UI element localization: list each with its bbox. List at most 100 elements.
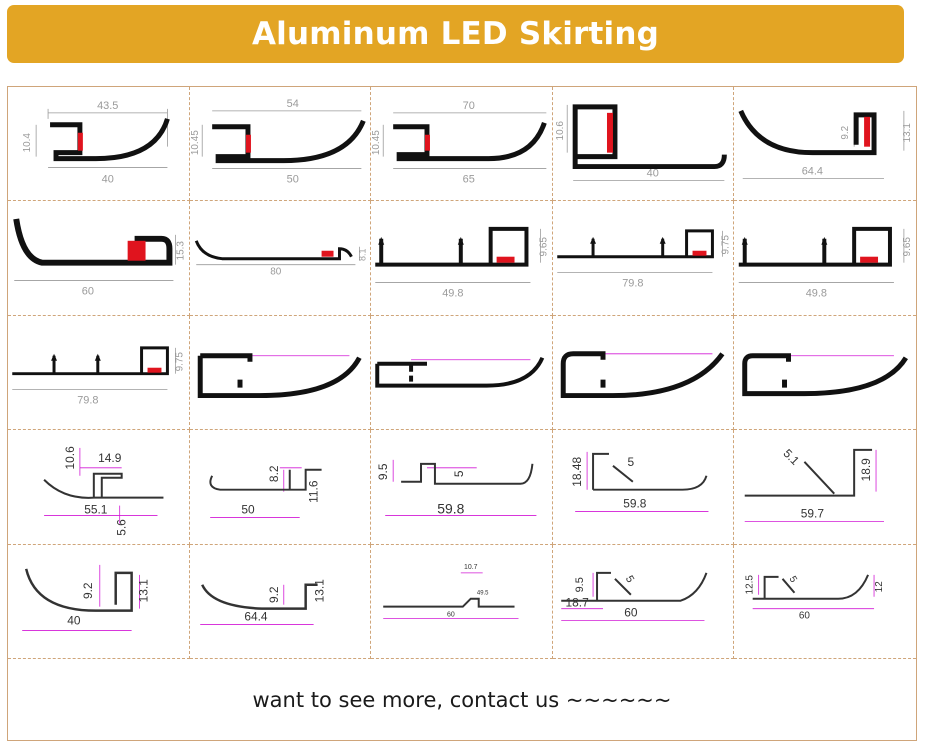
profile-cell: 43.5 10.4 40: [8, 87, 190, 202]
profile-drawing: 10.6 14.9 55.1 5.6: [43, 446, 164, 536]
dimension-label: 59.7: [801, 507, 825, 521]
profile-cell: 79.8 9.75: [552, 201, 735, 316]
profile-cell: 12.5 5 12 60: [734, 545, 916, 659]
profile-drawing: 80 8.1: [194, 240, 367, 278]
profile-cell: 54 10.45 50: [189, 87, 372, 202]
profile-grid: 43.5 10.4 40 54 10.45 50 70 10.45 65: [8, 87, 916, 659]
profile-drawing: 18.48 5 59.8: [570, 452, 709, 513]
profile-cell: 9.2 13.1 40: [8, 544, 190, 659]
profile-drawing: 70 10.45 65: [371, 100, 547, 185]
dimension-label: 10.7: [464, 563, 478, 570]
dimension-label: 9.2: [81, 582, 95, 599]
profile-cell: 49.8 9.65: [371, 201, 553, 316]
dimension-label: 9.2: [266, 586, 280, 603]
profile-cell: 79.8 9.75: [8, 315, 190, 431]
profile-cell: [734, 316, 916, 431]
profile-drawing: [197, 353, 362, 398]
dimension-label: 50: [241, 503, 255, 517]
dimension-label: 49.8: [442, 288, 463, 300]
profile-drawing: 60 15.3: [13, 218, 186, 298]
dimension-label: 8.2: [266, 465, 280, 482]
dimension-label: 9.75: [174, 351, 185, 371]
profile-cell: 10.6 40: [552, 87, 735, 202]
dimension-label: 10.4: [22, 133, 33, 153]
dimension-label: 5.6: [115, 519, 129, 536]
profile-drawing: 9.2 13.1 64.4: [199, 578, 326, 625]
profile-cell: 5.1 18.9 59.7: [734, 430, 916, 545]
profile-drawing: 79.8 9.75: [557, 229, 731, 290]
dimension-label: 11.6: [306, 480, 320, 503]
dimension-label: 9.65: [539, 237, 550, 257]
dimension-label: 64.4: [802, 166, 823, 178]
dimension-label: 40: [67, 613, 81, 627]
dimension-label: 60: [624, 605, 638, 619]
profile-cell: [552, 315, 735, 431]
dimension-label: 60: [447, 611, 455, 618]
dimension-label: 10.6: [555, 121, 566, 141]
profile-drawing: 50 8.2 11.6: [209, 465, 322, 519]
title-banner: Aluminum LED Skirting: [7, 5, 904, 63]
profile-drawing: 64.4 9.2 13.1: [738, 109, 913, 179]
dimension-label: 15.3: [175, 241, 186, 261]
profile-drawing: 49.8 9.65: [375, 227, 550, 300]
dimension-label: 12: [874, 580, 885, 592]
page-title: Aluminum LED Skirting: [251, 16, 660, 52]
profile-cell: 70 10.45 65: [371, 87, 553, 202]
dimension-label: 9.2: [841, 125, 852, 139]
contact-text: want to see more, contact us ~~~~~~: [252, 688, 672, 712]
dimension-label: 10.6: [63, 446, 77, 470]
dimension-label: 40: [646, 168, 658, 180]
profile-cell: 49.8 9.65: [734, 201, 916, 316]
dimension-label: 9.65: [902, 237, 913, 257]
profile-cell: 9.5 5 59.8: [371, 430, 553, 545]
dimension-label: 13.1: [312, 578, 326, 602]
dimension-label: 59.8: [623, 497, 647, 511]
dimension-label: 59.8: [438, 501, 465, 517]
profile-drawing: 9.5 5 18.7 60: [561, 571, 708, 621]
dimension-label: 10.45: [190, 130, 201, 155]
dimension-label: 43.5: [97, 100, 118, 112]
profile-cell: 10.6 14.9 55.1 5.6: [8, 430, 190, 545]
dimension-label: 18.9: [859, 458, 873, 482]
dimension-label: 18.7: [565, 595, 589, 609]
dimension-label: 9.5: [376, 463, 390, 480]
dimension-label: 5: [623, 573, 636, 584]
dimension-label: 49.8: [806, 288, 827, 300]
profile-drawing: 43.5 10.4 40: [22, 100, 170, 185]
dimension-label: 55.1: [84, 503, 108, 517]
profile-cell: 18.48 5 59.8: [552, 430, 735, 545]
dimension-label: 79.8: [77, 394, 98, 406]
profile-drawing: [742, 353, 909, 396]
dimension-label: 70: [463, 100, 475, 112]
dimension-label: 65: [463, 173, 475, 185]
profile-cell: 10.7 49.5 60: [371, 544, 553, 659]
profile-cell: 80 8.1: [189, 201, 372, 316]
profile-drawing: [375, 356, 545, 388]
dimension-label: 13.1: [137, 578, 151, 602]
profile-drawing: 49.8 9.65: [739, 227, 913, 300]
dimension-label: 5: [452, 470, 466, 477]
dimension-label: 40: [102, 173, 114, 185]
dimension-label: 50: [286, 173, 298, 185]
dimension-label: 60: [799, 610, 811, 621]
dimension-label: 8.1: [357, 249, 367, 261]
dimension-label: 54: [286, 98, 298, 110]
dimension-label: 5.1: [781, 446, 803, 468]
dimension-label: 49.5: [477, 590, 489, 596]
profile-cell: 50 8.2 11.6: [189, 430, 372, 545]
dimension-label: 14.9: [98, 451, 122, 465]
dimension-label: 64.4: [244, 609, 268, 623]
profile-cell: 9.2 13.1 64.4: [189, 544, 372, 659]
profile-drawing: 9.5 5 59.8: [376, 460, 537, 517]
profile-cell: 9.5 5 18.7 60: [552, 544, 735, 659]
dimension-label: 5: [627, 455, 634, 469]
catalog-frame: [7, 86, 917, 741]
dimension-label: 9.75: [720, 235, 731, 255]
dimension-label: 60: [82, 286, 94, 298]
profile-cell: [371, 315, 553, 431]
dimension-label: 12.5: [745, 574, 756, 594]
profile-cell: 60 15.3: [8, 201, 190, 316]
contact-footer: want to see more, contact us ~~~~~~: [8, 660, 916, 740]
dimension-label: 79.8: [622, 278, 643, 290]
dimension-label: 80: [270, 267, 282, 278]
